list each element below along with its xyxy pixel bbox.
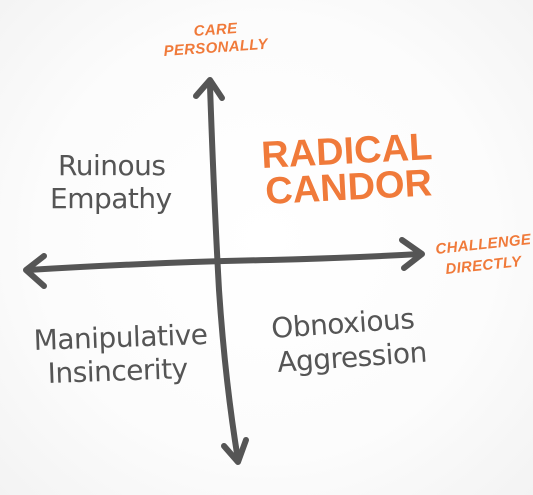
x-axis-label-line2: DIRECTLY <box>445 253 524 278</box>
y-axis-label-line1: CARE <box>193 20 238 40</box>
quadrant-top-right-line2: CANDOR <box>264 162 433 213</box>
horizontal-axis-arrowhead-left <box>23 253 47 289</box>
vertical-axis-arrowhead-top <box>193 77 225 101</box>
quadrant-top-left-line2: Empathy <box>50 182 172 215</box>
horizontal-axis <box>23 237 425 289</box>
vertical-axis-arrowhead-bottom <box>221 437 249 465</box>
quadrant-bottom-left-line1: Manipulative <box>33 318 208 357</box>
horizontal-axis-line <box>25 251 423 273</box>
vertical-axis <box>193 77 249 465</box>
y-axis-label-line2: PERSONALLY <box>163 36 270 60</box>
quadrant-top-right-line1: RADICAL <box>260 126 433 177</box>
quadrant-bottom-left-line2: Insincerity <box>47 352 188 390</box>
vertical-axis-line <box>207 83 241 463</box>
quadrant-top-left-line1: Ruinous <box>58 149 165 182</box>
horizontal-axis-arrowhead-right <box>399 237 425 271</box>
